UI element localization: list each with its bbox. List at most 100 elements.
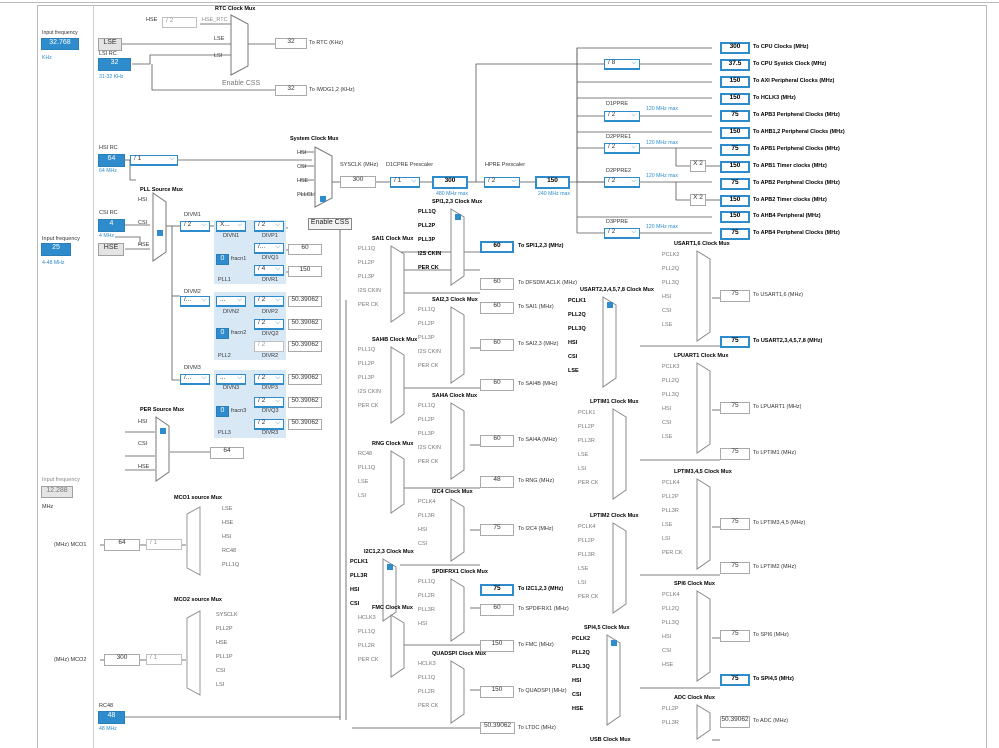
lptim3-4-5-clock-mux[interactable]	[696, 478, 712, 570]
divp2-label: DIVP2	[262, 309, 278, 315]
divr1-label: DIVR1	[262, 277, 279, 283]
divq2-select[interactable]: / 2⌵	[254, 319, 284, 330]
i2c1-2-3-clock-mux[interactable]	[382, 558, 398, 622]
lptim3-4-5-clock-mux-input-pll2p: PLL2P	[662, 494, 679, 500]
sai2-3-clock-mux[interactable]	[450, 306, 466, 384]
spi6-clock-mux[interactable]	[696, 590, 712, 682]
divr1-select[interactable]: / 4⌵	[254, 265, 284, 276]
output-value-to-ahb4-peripheral-mhz: 150	[720, 211, 750, 223]
to-spi6-mhz-value: 75	[720, 630, 750, 642]
fracn3-field[interactable]: 0	[216, 406, 229, 417]
fmc-clock-mux-input-hclk3: HCLK3	[358, 615, 376, 621]
to-i2c4-mhz-value: 75	[480, 524, 514, 536]
enable-css-button[interactable]: Enable CSS	[308, 218, 352, 230]
fracn3-label: fracn3	[231, 408, 247, 414]
sai4a-clock-mux[interactable]	[450, 402, 466, 480]
divq1-select[interactable]: /...⌵	[254, 243, 284, 254]
system-clock-mux[interactable]	[314, 146, 334, 208]
mco2-input-hse: HSE	[216, 640, 228, 646]
usart2-3-4-5-7-8-clock-mux-input-pll3q: PLL3Q	[568, 326, 586, 332]
usart2-3-4-5-7-8-clock-mux-input-pclk1: PCLK1	[568, 298, 587, 304]
spdifrx1-clock-mux[interactable]	[450, 578, 466, 642]
lptim2-clock-mux-input-lse: LSE	[578, 566, 589, 572]
d3ppre-select[interactable]: / 2⌵	[604, 228, 640, 239]
sai2-3-clock-mux-title: SAI2,3 Clock Mux	[432, 297, 478, 303]
rc48-unit: 48 MHz	[99, 726, 117, 732]
sai1-clock-mux[interactable]	[390, 245, 406, 323]
sai4a-clock-mux-input-pll1q: PLL1Q	[418, 403, 436, 409]
per-ck-output: 64	[210, 447, 244, 459]
d2ppre1-select[interactable]: / 2⌵	[604, 143, 640, 154]
lpuart1-clock-mux[interactable]	[696, 362, 712, 454]
d2ppre2-max: 120 MHz max	[646, 173, 678, 179]
hpre-select[interactable]: / 2⌵	[484, 177, 520, 188]
lse-input-frequency-field[interactable]: 32.768	[41, 38, 79, 50]
per-source-mux[interactable]	[155, 416, 171, 482]
to-rng-mhz-value: 48	[480, 476, 514, 488]
spi4-5-clock-mux[interactable]	[606, 634, 622, 726]
lptim1-clock-mux-input-pll2p: PLL2P	[578, 424, 595, 430]
usart1-6-clock-mux[interactable]	[696, 250, 712, 342]
fracn1-field[interactable]: 0	[216, 254, 229, 265]
to-usart1-6-mhz-label: To USART1,6 (MHz)	[753, 292, 804, 298]
sai4b-clock-mux[interactable]	[390, 346, 406, 424]
pll-source-mux[interactable]	[152, 192, 168, 262]
divn2-select[interactable]: ...⌵	[216, 296, 246, 307]
d1ppre-select[interactable]: / 2⌵	[604, 111, 640, 122]
lptim2-clock-mux-input-per-ck: PER CK	[578, 594, 599, 600]
d2ppre2-select[interactable]: / 2⌵	[604, 177, 640, 188]
fmc-clock-mux[interactable]	[390, 614, 406, 678]
adc-clock-mux-input-pll3r: PLL3R	[662, 720, 679, 726]
hsi-divider-select[interactable]: / 1⌵	[130, 155, 178, 166]
sai4b-clock-mux-input-pll2p: PLL2P	[358, 361, 375, 367]
rtc-lse-input: LSE	[214, 36, 225, 42]
usart2-3-4-5-7-8-clock-mux[interactable]	[602, 296, 618, 388]
rng-clock-mux[interactable]	[390, 450, 406, 514]
divm1-select[interactable]: / 2⌵	[180, 221, 210, 232]
divn1-select[interactable]: X...⌵	[216, 221, 246, 232]
hse-source[interactable]: HSE	[98, 243, 124, 256]
quadspi-clock-mux[interactable]	[450, 660, 466, 724]
adc-clock-mux[interactable]	[696, 704, 712, 740]
divr2-select[interactable]: / 2	[254, 341, 284, 352]
sai1-clock-mux-input-pll3p: PLL3P	[358, 274, 375, 280]
lptim2-clock-mux-input-pll3r: PLL3R	[578, 552, 595, 558]
hse-input-frequency-field[interactable]: 25	[41, 243, 71, 256]
rtc-enable-css-button[interactable]: Enable CSS	[222, 80, 261, 87]
divn3-select[interactable]: ...⌵	[216, 374, 246, 385]
spi1-2-3-clock-mux-input-per-ck: PER CK	[418, 265, 439, 271]
mco2-divider-select[interactable]: / 1	[146, 654, 182, 665]
mco1-source-mux[interactable]	[186, 506, 202, 576]
divq3-select[interactable]: / 2⌵	[254, 397, 284, 408]
divp1-select[interactable]: / 2⌵	[254, 221, 284, 232]
csi-rc-label: CSI RC	[99, 210, 118, 216]
divr3-select[interactable]: / 2⌵	[254, 419, 284, 430]
adc-clock-mux-title: ADC Clock Mux	[674, 695, 715, 701]
divm2-select[interactable]: /...⌵	[180, 296, 210, 307]
mco2-source-mux[interactable]	[186, 610, 202, 696]
i2c4-clock-mux-input-hsi: HSI	[418, 527, 428, 533]
divp3-select[interactable]: / 2⌵	[254, 374, 284, 385]
output-label-to-apb1-peripheral-clocks-mhz: To APB1 Peripheral Clocks (MHz)	[753, 146, 840, 152]
spi4-5-clock-mux-input-pll2q: PLL2Q	[572, 650, 590, 656]
i2s-input-frequency-field[interactable]: 12.288	[41, 486, 73, 498]
d1cpre-select[interactable]: / 1⌵	[390, 177, 420, 188]
fracn2-field[interactable]: 0	[216, 328, 229, 339]
systick-divider-select[interactable]: / 8⌵	[604, 59, 640, 70]
divm3-select[interactable]: /...⌵	[180, 374, 210, 385]
sai2-3-clock-mux-input-per-ck: PER CK	[418, 363, 439, 369]
lptim1-clock-mux[interactable]	[612, 408, 628, 500]
i2c4-clock-mux[interactable]	[450, 498, 466, 562]
spi1-2-3-clock-mux[interactable]	[450, 208, 466, 286]
sai4b-clock-mux-input-i2s-ckin: I2S CKIN	[358, 389, 381, 395]
lptim2-clock-mux[interactable]	[612, 522, 628, 614]
rtc-hse-divider-select[interactable]: / 2	[162, 17, 197, 28]
hsi-value: 64	[98, 154, 125, 167]
lse-source[interactable]: LSE	[98, 38, 122, 51]
mco1-divider-select[interactable]: / 1	[146, 539, 182, 550]
rtc-clock-mux[interactable]	[230, 14, 250, 76]
to-spi4-5-mhz-value: 75	[720, 674, 750, 686]
i2c1-2-3-clock-mux-input-csi: CSI	[350, 601, 360, 607]
divr2-label: DIVR2	[262, 353, 279, 359]
divp2-select[interactable]: / 2⌵	[254, 296, 284, 307]
